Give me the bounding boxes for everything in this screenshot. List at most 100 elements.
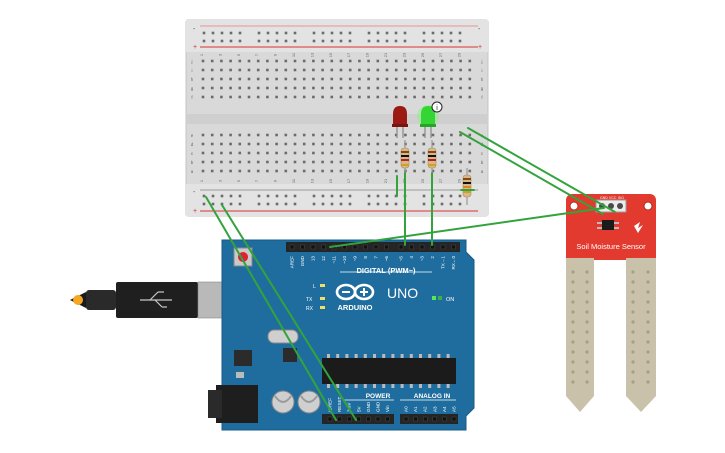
- digital-pin-socket[interactable]: [451, 244, 456, 250]
- breadboard-hole[interactable]: [422, 151, 426, 155]
- power-pin-socket[interactable]: [347, 416, 352, 422]
- breadboard-hole[interactable]: [220, 151, 223, 155]
- breadboard-hole[interactable]: [312, 133, 315, 137]
- breadboard-hole[interactable]: [275, 86, 278, 90]
- breadboard-hole[interactable]: [367, 77, 370, 81]
- power-pin-socket[interactable]: [337, 416, 342, 422]
- breadboard-hole[interactable]: [238, 59, 242, 63]
- breadboard-hole[interactable]: [201, 151, 205, 155]
- resistor-red-led[interactable]: [400, 140, 410, 178]
- breadboard-hole[interactable]: [376, 142, 380, 146]
- breadboard-hole[interactable]: [348, 169, 352, 173]
- rail-hole[interactable]: [266, 39, 270, 43]
- breadboard-hole[interactable]: [247, 95, 251, 99]
- breadboard-hole[interactable]: [459, 59, 462, 63]
- breadboard-hole[interactable]: [330, 95, 334, 99]
- rail-hole[interactable]: [229, 39, 233, 43]
- breadboard-hole[interactable]: [413, 59, 416, 63]
- breadboard-hole[interactable]: [422, 169, 426, 173]
- breadboard-hole[interactable]: [229, 142, 232, 146]
- breadboard-hole[interactable]: [348, 77, 352, 81]
- breadboard-hole[interactable]: [284, 133, 288, 137]
- breadboard-hole[interactable]: [422, 142, 426, 146]
- breadboard-hole[interactable]: [394, 95, 398, 99]
- breadboard-hole[interactable]: [413, 133, 416, 137]
- breadboard-hole[interactable]: [293, 68, 297, 72]
- breadboard-hole[interactable]: [422, 133, 426, 137]
- rail-hole[interactable]: [385, 202, 389, 206]
- breadboard-hole[interactable]: [247, 160, 251, 164]
- breadboard-hole[interactable]: [256, 142, 260, 146]
- rail-hole[interactable]: [284, 39, 288, 43]
- breadboard-hole[interactable]: [431, 59, 435, 63]
- breadboard-hole[interactable]: [256, 86, 260, 90]
- breadboard-hole[interactable]: [468, 86, 472, 90]
- rail-hole[interactable]: [440, 202, 444, 206]
- breadboard-hole[interactable]: [312, 77, 315, 81]
- breadboard-hole[interactable]: [201, 86, 205, 90]
- breadboard-hole[interactable]: [468, 142, 472, 146]
- rail-hole[interactable]: [211, 202, 215, 206]
- rail-hole[interactable]: [312, 31, 316, 35]
- breadboard-hole[interactable]: [330, 142, 334, 146]
- breadboard-hole[interactable]: [229, 77, 232, 81]
- rail-hole[interactable]: [367, 31, 371, 35]
- breadboard-hole[interactable]: [201, 160, 205, 164]
- breadboard-hole[interactable]: [376, 59, 380, 63]
- breadboard-hole[interactable]: [293, 133, 297, 137]
- rail-hole[interactable]: [321, 202, 325, 206]
- rail-hole[interactable]: [321, 31, 325, 35]
- rail-hole[interactable]: [376, 39, 380, 43]
- rail-hole[interactable]: [440, 39, 444, 43]
- rail-hole[interactable]: [403, 31, 407, 35]
- breadboard-hole[interactable]: [468, 95, 472, 99]
- rail-hole[interactable]: [339, 194, 343, 198]
- rail-hole[interactable]: [458, 194, 462, 198]
- breadboard-hole[interactable]: [266, 77, 269, 81]
- breadboard-hole[interactable]: [312, 68, 315, 72]
- power-pin-socket[interactable]: [356, 416, 361, 422]
- breadboard-hole[interactable]: [440, 169, 444, 173]
- breadboard-hole[interactable]: [367, 133, 370, 137]
- breadboard-hole[interactable]: [293, 86, 297, 90]
- breadboard-hole[interactable]: [459, 133, 462, 137]
- breadboard-hole[interactable]: [468, 160, 472, 164]
- breadboard-hole[interactable]: [468, 59, 472, 63]
- breadboard-hole[interactable]: [385, 160, 389, 164]
- breadboard-hole[interactable]: [367, 68, 370, 72]
- breadboard-hole[interactable]: [302, 142, 306, 146]
- rail-hole[interactable]: [266, 202, 270, 206]
- breadboard-hole[interactable]: [450, 86, 453, 90]
- breadboard-hole[interactable]: [459, 142, 462, 146]
- breadboard-hole[interactable]: [312, 86, 315, 90]
- breadboard-hole[interactable]: [256, 133, 260, 137]
- breadboard-hole[interactable]: [266, 95, 269, 99]
- breadboard-hole[interactable]: [275, 77, 278, 81]
- rail-hole[interactable]: [367, 39, 371, 43]
- resistor-green-led[interactable]: [427, 140, 437, 178]
- breadboard-hole[interactable]: [284, 68, 288, 72]
- rail-hole[interactable]: [238, 202, 242, 206]
- breadboard-hole[interactable]: [302, 95, 306, 99]
- breadboard-hole[interactable]: [358, 77, 361, 81]
- rail-hole[interactable]: [257, 194, 261, 198]
- breadboard-hole[interactable]: [220, 142, 223, 146]
- breadboard-hole[interactable]: [321, 142, 324, 146]
- breadboard-hole[interactable]: [238, 86, 242, 90]
- breadboard-hole[interactable]: [339, 169, 343, 173]
- digital-pin-socket[interactable]: [363, 244, 368, 250]
- rail-hole[interactable]: [257, 39, 261, 43]
- rail-hole[interactable]: [211, 31, 215, 35]
- digital-pin-socket[interactable]: [373, 244, 379, 250]
- breadboard-hole[interactable]: [256, 77, 260, 81]
- breadboard-hole[interactable]: [431, 95, 435, 99]
- breadboard-hole[interactable]: [339, 151, 343, 155]
- breadboard-hole[interactable]: [431, 77, 435, 81]
- breadboard-hole[interactable]: [312, 95, 315, 99]
- breadboard-hole[interactable]: [394, 86, 398, 90]
- breadboard-hole[interactable]: [459, 160, 462, 164]
- breadboard-hole[interactable]: [302, 86, 306, 90]
- breadboard-hole[interactable]: [385, 151, 389, 155]
- rail-hole[interactable]: [422, 31, 426, 35]
